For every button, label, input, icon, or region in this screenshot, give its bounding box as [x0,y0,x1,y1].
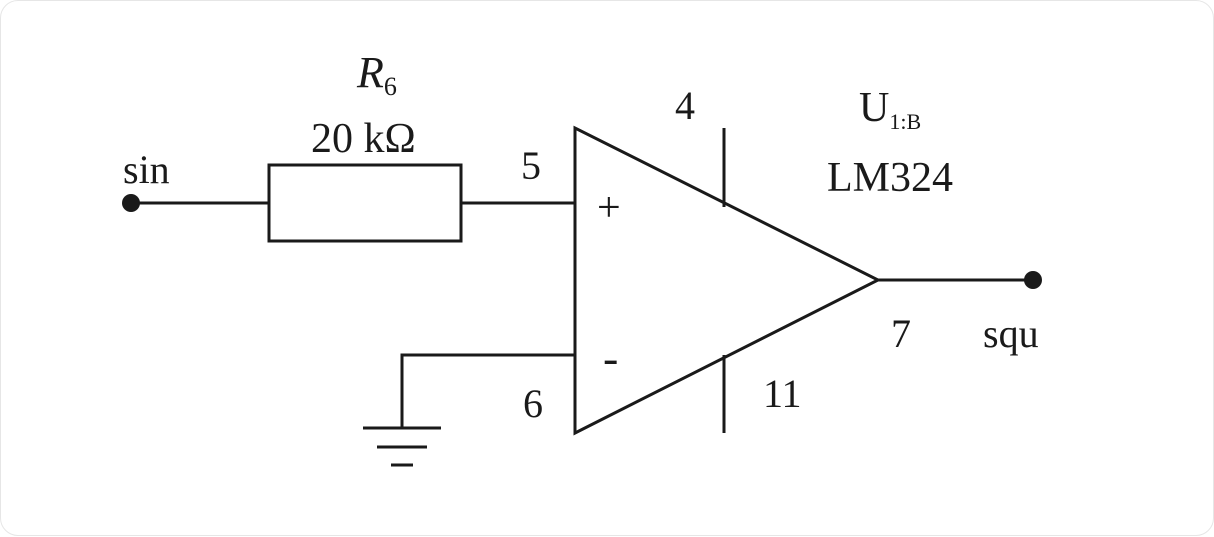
opamp-triangle [573,125,882,436]
output-net-label: squ [983,311,1039,356]
resistor-r6-body [267,163,463,243]
pin-7-label: 7 [891,311,911,356]
pin-6-label: 6 [523,381,543,426]
resistor-ref-subscript: 6 [384,72,397,101]
wire-inverting-to-ground [400,353,575,428]
plus-sign: + [597,185,621,231]
resistor-value-label: 20 kΩ [311,116,416,162]
pin-11-label: 11 [763,371,802,416]
opamp-ref-label: U1:B [859,85,921,134]
opamp-part-label: LM324 [827,155,953,201]
output-terminal-dot [1024,271,1042,289]
minus-sign: - [603,332,618,383]
pin-5-label: 5 [521,143,541,188]
ground-icon [363,426,441,467]
pin-4-label: 4 [675,83,695,128]
input-net-label: sin [123,147,170,192]
resistor-ref-label: R6 [356,48,397,101]
opamp-ref-subscript: 1:B [889,109,921,134]
